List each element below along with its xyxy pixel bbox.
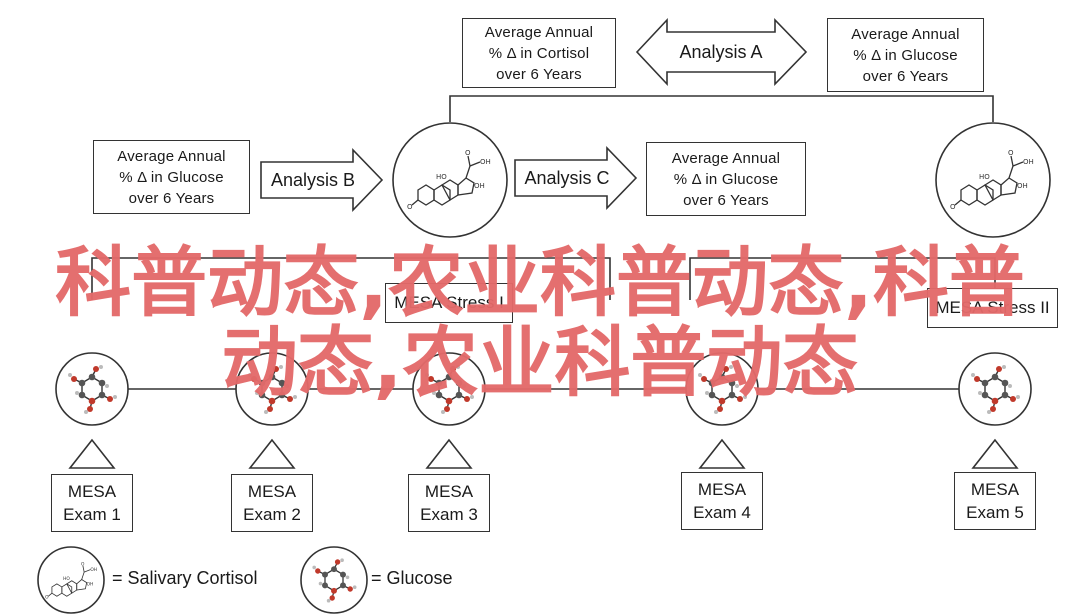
- legend-glucose-circle: [300, 546, 368, 614]
- glucose-change-box-top: Average Annual % Δ in Glucose over 6 Yea…: [827, 18, 984, 92]
- exam-label-line1: MESA: [67, 482, 117, 501]
- triangle-exam3: [425, 438, 473, 469]
- top-bracket: [449, 95, 994, 122]
- exam-label-line1: MESA: [697, 480, 747, 499]
- mesa-stress-one-box: MESA Stress I: [385, 283, 513, 323]
- exam-label-line2: Exam 1: [63, 505, 121, 524]
- glucose-circle-exam2: [235, 352, 309, 426]
- exam-label-line2: Exam 5: [966, 503, 1024, 522]
- triangle-exam1: [68, 438, 116, 469]
- exam-box-2: MESA Exam 2: [231, 474, 313, 532]
- legend-glucose-label: = Glucose: [371, 568, 453, 588]
- exam-label-line2: Exam 2: [243, 505, 301, 524]
- exam-label-line1: MESA: [424, 482, 474, 501]
- glucose-circle-exam3: [412, 352, 486, 426]
- triangle-exam5: [971, 438, 1019, 469]
- legend-cortisol-circle: [37, 546, 105, 614]
- glucose-change-box-left: Average Annual % Δ in Glucose over 6 Yea…: [93, 140, 250, 214]
- glucose-circle-exam4: [685, 352, 759, 426]
- exam-box-1: MESA Exam 1: [51, 474, 133, 532]
- mesa-stress-two-box: MESA Stress II: [927, 288, 1058, 328]
- glucose-circle-exam1: [55, 352, 129, 426]
- triangle-exam4: [698, 438, 746, 469]
- analysis-b-arrow: [260, 148, 384, 212]
- legend-cortisol-label: = Salivary Cortisol: [112, 568, 258, 588]
- exam-box-4: MESA Exam 4: [681, 472, 763, 530]
- analysis-a-label: Analysis A: [679, 41, 763, 62]
- stress-one-bracket: [91, 257, 611, 300]
- exam-label-line1: MESA: [247, 482, 297, 501]
- exam-label-line2: Exam 3: [420, 505, 478, 524]
- exam-label-line1: MESA: [970, 480, 1020, 499]
- triangle-exam2: [248, 438, 296, 469]
- analysis-c-arrow: [514, 146, 638, 210]
- glucose-change-box-center: Average Annual % Δ in Glucose over 6 Yea…: [646, 142, 806, 216]
- analysis-c-label: Analysis C: [524, 167, 610, 188]
- exam-label-line2: Exam 4: [693, 503, 751, 522]
- analysis-b-label: Analysis B: [270, 169, 356, 190]
- cortisol-change-box: Average Annual % Δ in Cortisol over 6 Ye…: [462, 18, 616, 88]
- glucose-circle-exam5: [958, 352, 1032, 426]
- exam-box-3: MESA Exam 3: [408, 474, 490, 532]
- exam-box-5: MESA Exam 5: [954, 472, 1036, 530]
- stress-two-bracket: [689, 257, 996, 300]
- analysis-a-arrow: [635, 17, 808, 87]
